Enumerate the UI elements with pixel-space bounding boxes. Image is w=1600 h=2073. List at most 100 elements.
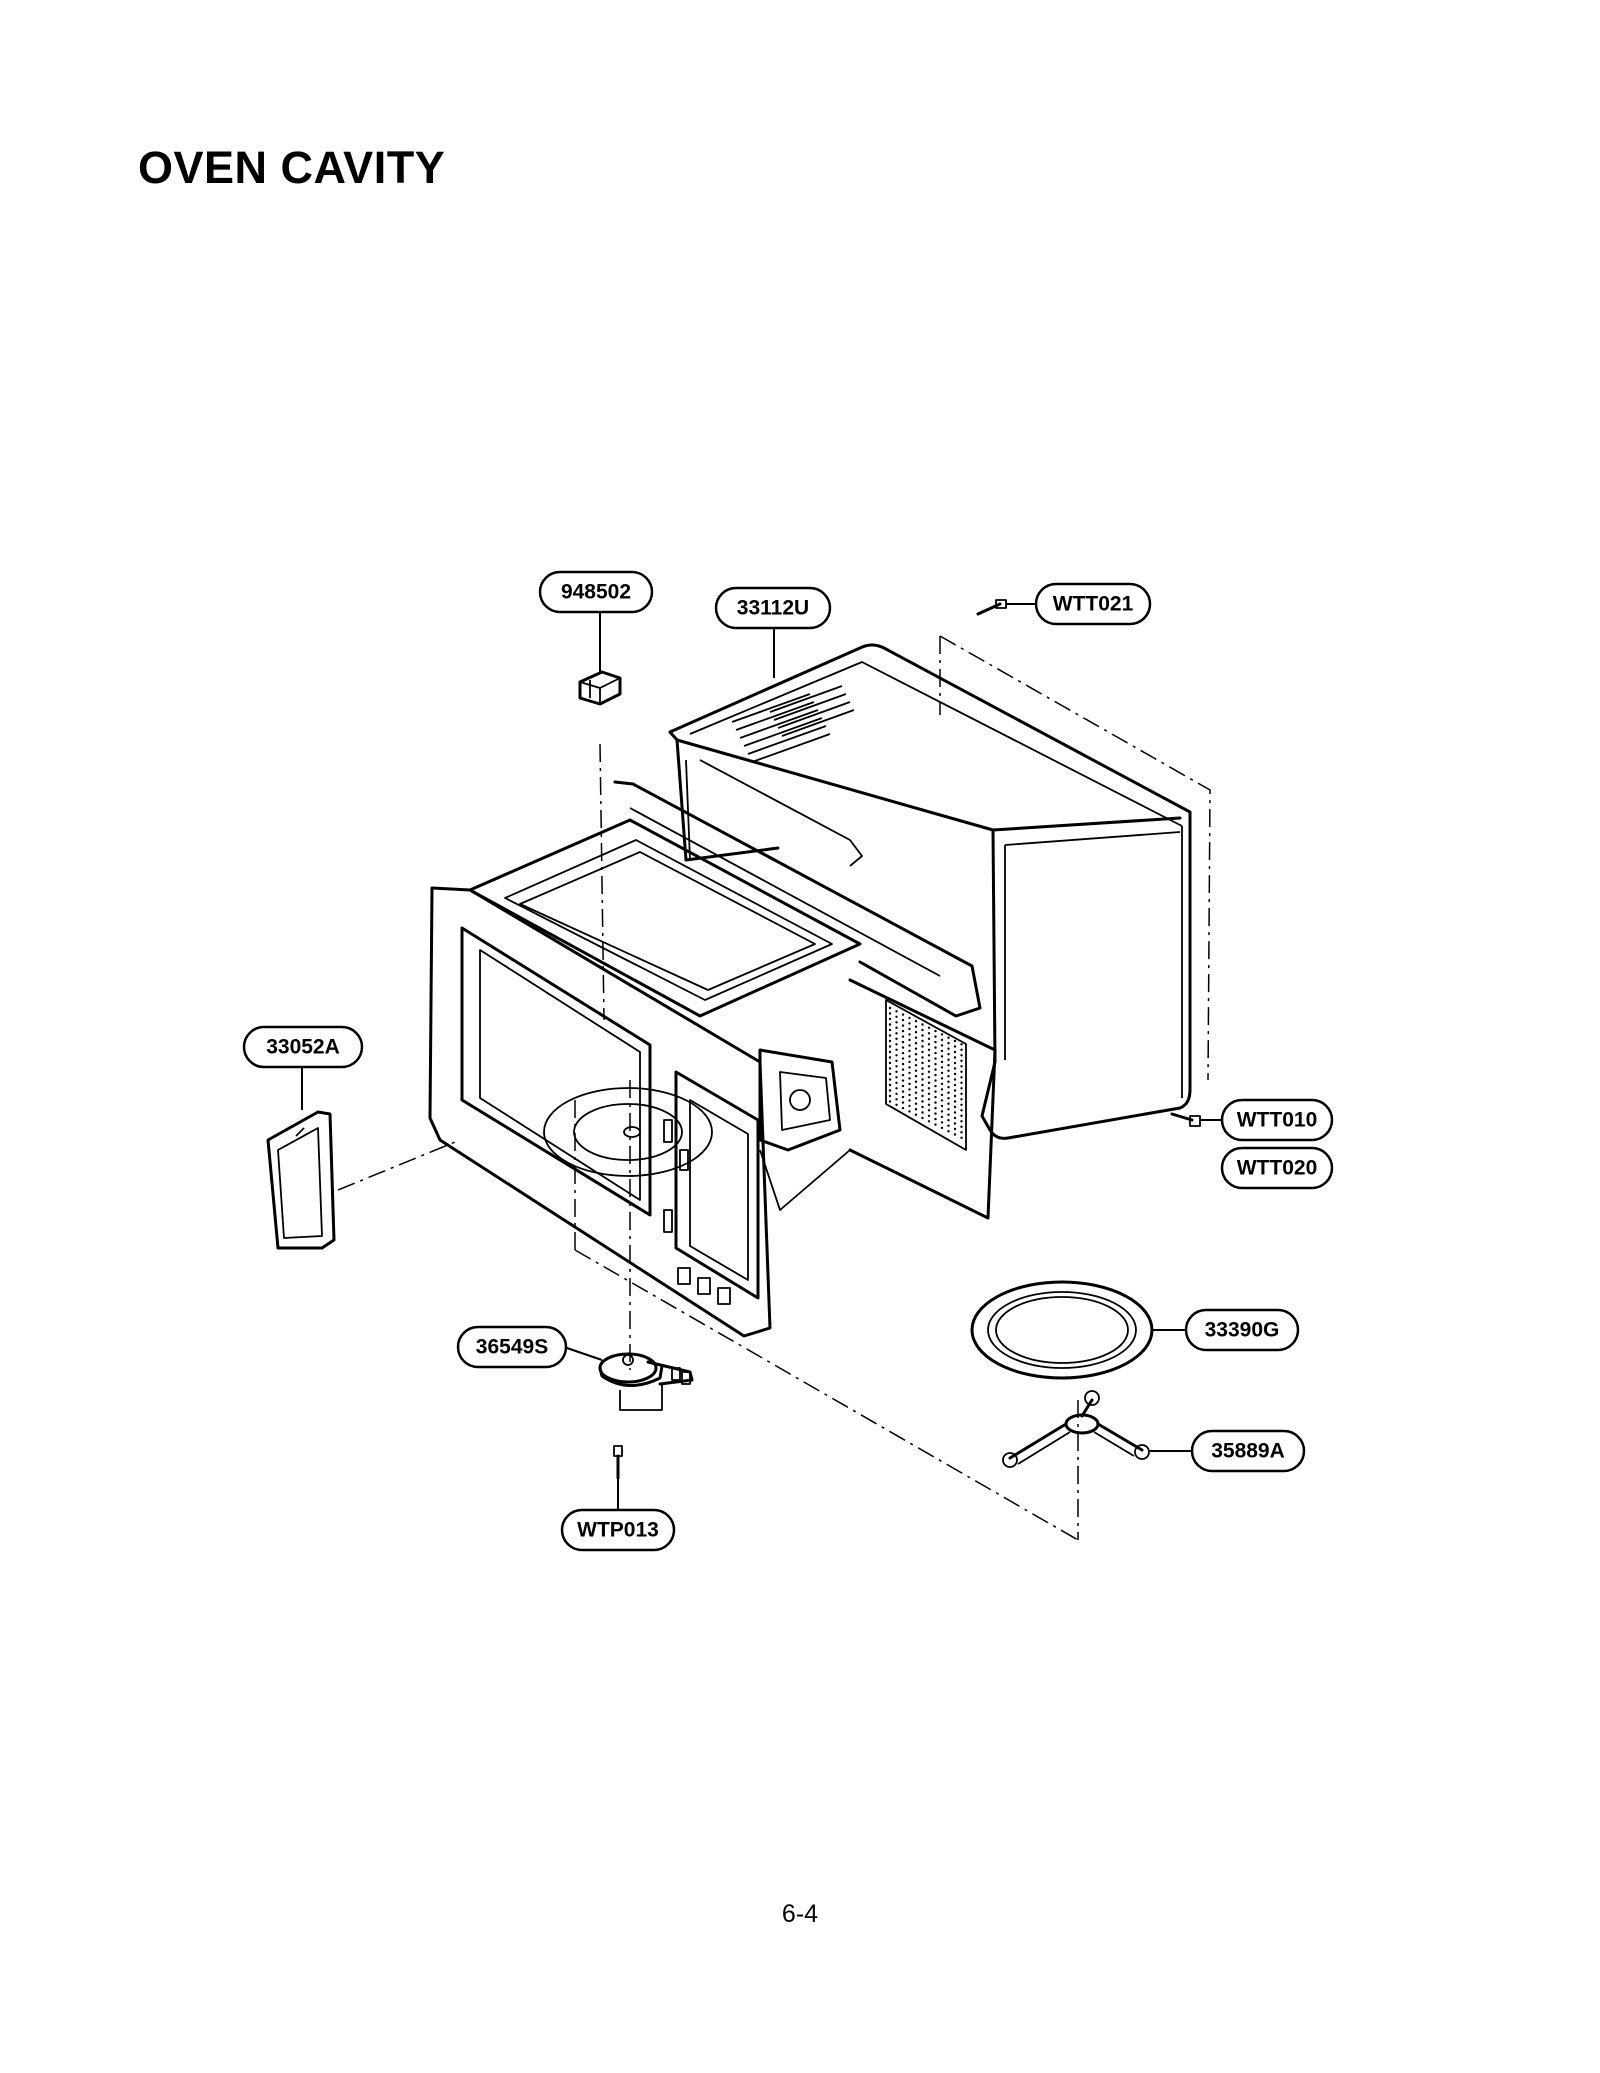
mesh-hole bbox=[927, 1109, 931, 1112]
mesh-hole bbox=[934, 1101, 937, 1104]
page-title: OVEN CAVITY bbox=[138, 142, 446, 193]
callout-label: WTP013 bbox=[577, 1519, 659, 1542]
callout-label: 33390G bbox=[1205, 1319, 1280, 1342]
page-number: 6-4 bbox=[781, 1900, 819, 1928]
mesh-hole bbox=[908, 1033, 911, 1036]
mesh-hole bbox=[888, 1006, 892, 1010]
mesh-hole bbox=[947, 1086, 950, 1089]
mesh-hole bbox=[953, 1050, 957, 1054]
mesh-hole bbox=[940, 1055, 944, 1058]
mesh-hole bbox=[914, 1064, 918, 1067]
mesh-hole bbox=[960, 1109, 963, 1112]
mesh-hole bbox=[947, 1080, 950, 1083]
mesh-hole bbox=[914, 1053, 918, 1056]
mesh-hole bbox=[934, 1062, 937, 1066]
mesh-hole bbox=[960, 1059, 963, 1063]
mesh-hole bbox=[934, 1057, 937, 1060]
mesh-hole bbox=[940, 1038, 944, 1042]
mesh-hole bbox=[947, 1069, 950, 1072]
callout-36549s: 36549S bbox=[456, 1325, 568, 1369]
mesh-hole bbox=[947, 1058, 950, 1061]
mesh-hole bbox=[921, 1067, 924, 1070]
mesh-hole bbox=[908, 1016, 911, 1020]
mesh-hole bbox=[960, 1114, 963, 1118]
mesh-hole bbox=[960, 1098, 963, 1101]
mesh-hole bbox=[908, 1088, 911, 1091]
mesh-hole bbox=[947, 1102, 950, 1105]
mesh-hole bbox=[914, 1058, 918, 1061]
mesh-hole bbox=[901, 1029, 905, 1033]
mesh-hole bbox=[940, 1060, 944, 1064]
mesh-hole bbox=[888, 1061, 892, 1065]
mesh-hole bbox=[960, 1087, 963, 1090]
mesh-hole bbox=[960, 1125, 963, 1129]
mesh-hole bbox=[934, 1068, 937, 1071]
mesh-hole bbox=[921, 1050, 924, 1054]
mesh-hole bbox=[934, 1040, 937, 1044]
mesh-hole bbox=[895, 1081, 898, 1085]
mesh-hole bbox=[953, 1111, 957, 1114]
mesh-hole bbox=[947, 1064, 950, 1067]
mesh-hole bbox=[934, 1090, 937, 1093]
mesh-hole bbox=[947, 1124, 950, 1127]
mesh-hole bbox=[927, 1092, 931, 1096]
mesh-hole bbox=[888, 1045, 892, 1048]
mesh-hole bbox=[947, 1075, 950, 1078]
mesh-hole bbox=[914, 1075, 918, 1078]
mesh-hole bbox=[953, 1083, 957, 1087]
mesh-hole bbox=[901, 1035, 905, 1038]
mesh-hole bbox=[888, 1072, 892, 1076]
mesh-hole bbox=[901, 1013, 905, 1016]
mesh-hole bbox=[953, 1089, 957, 1092]
callout-label: WTT020 bbox=[1237, 1157, 1318, 1180]
mesh-hole bbox=[908, 1049, 911, 1053]
mesh-hole bbox=[934, 1046, 937, 1049]
mesh-hole bbox=[921, 1072, 924, 1076]
mesh-hole bbox=[895, 1076, 898, 1079]
mesh-hole bbox=[888, 1012, 892, 1015]
mesh-hole bbox=[940, 1066, 944, 1069]
mesh-hole bbox=[901, 1095, 905, 1099]
mesh-hole bbox=[947, 1042, 950, 1045]
mesh-hole bbox=[940, 1093, 944, 1097]
mesh-hole bbox=[960, 1131, 963, 1134]
leader-lines bbox=[301, 603, 1232, 1510]
turntable-motor-drawing bbox=[598, 1352, 694, 1411]
mesh-hole bbox=[921, 1034, 924, 1037]
mesh-hole bbox=[895, 1010, 898, 1013]
outer-cabinet-drawing bbox=[668, 643, 1192, 1140]
mesh-hole bbox=[888, 1023, 892, 1026]
mesh-hole bbox=[947, 1130, 950, 1133]
mesh-hole bbox=[908, 1082, 911, 1086]
mesh-hole bbox=[901, 1073, 905, 1077]
mesh-hole bbox=[940, 1071, 944, 1075]
mesh-hole bbox=[927, 1048, 931, 1052]
mesh-hole bbox=[934, 1079, 937, 1082]
mesh-hole bbox=[960, 1065, 963, 1068]
mesh-hole bbox=[940, 1115, 944, 1119]
mesh-hole bbox=[908, 1104, 911, 1108]
mesh-hole bbox=[953, 1122, 957, 1125]
mesh-hole bbox=[953, 1045, 957, 1048]
mesh-hole bbox=[953, 1133, 957, 1136]
mesh-hole bbox=[921, 1111, 924, 1114]
mesh-hole bbox=[921, 1045, 924, 1048]
screw-wtt021-drawing bbox=[976, 599, 1007, 616]
mesh-hole bbox=[914, 1042, 918, 1045]
mesh-hole bbox=[914, 1069, 918, 1072]
mesh-hole bbox=[934, 1123, 937, 1126]
mesh-hole bbox=[895, 1048, 898, 1052]
mesh-hole bbox=[908, 1027, 911, 1031]
mesh-hole bbox=[921, 1078, 924, 1081]
mesh-hole bbox=[908, 1038, 911, 1042]
oven-cavity-drawing bbox=[428, 780, 997, 1338]
mesh-hole bbox=[960, 1048, 963, 1052]
callout-label: 35889A bbox=[1211, 1440, 1285, 1463]
callout-label: WTT010 bbox=[1237, 1109, 1318, 1132]
mesh-hole bbox=[901, 1046, 905, 1049]
mesh-hole bbox=[953, 1105, 957, 1109]
mesh-hole bbox=[888, 1083, 892, 1087]
mesh-hole bbox=[895, 1026, 898, 1030]
mesh-hole bbox=[914, 1091, 918, 1094]
mesh-hole bbox=[888, 1039, 892, 1043]
